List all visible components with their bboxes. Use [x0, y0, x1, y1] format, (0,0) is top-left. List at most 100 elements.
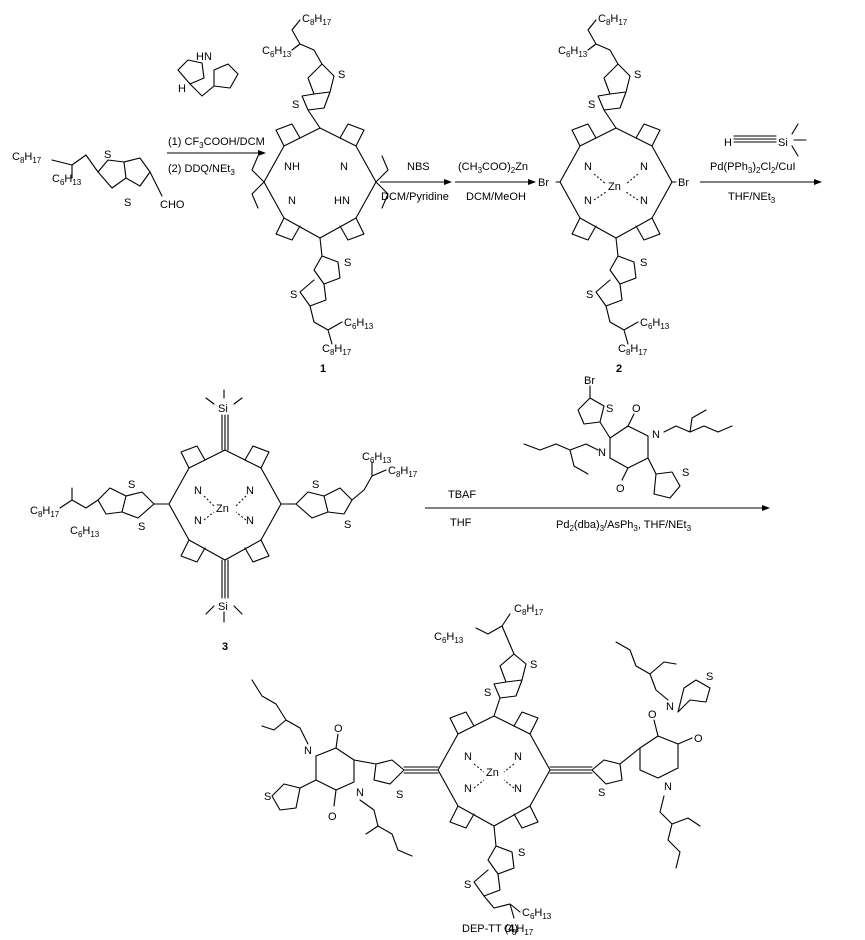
compound-label-2: 2 [616, 363, 622, 375]
n-atom: N [514, 783, 522, 795]
step4-reagent-above: Pd(PPh3)2Cl2/CuI [710, 161, 796, 175]
compound-3: Si N N N N Zn Si S S C8H17 C6H13 S S [30, 389, 418, 653]
step3-reagent-below: DCM/MeOH [466, 191, 526, 203]
thiophene-s-atom: S [344, 519, 351, 531]
thiophene-s-atom: S [344, 257, 351, 269]
o-atom: O [648, 709, 657, 721]
n-atom: N [598, 447, 606, 459]
thiophene-s-atom: S [588, 99, 595, 111]
zn-atom: Zn [608, 181, 621, 193]
c6h13-label: C6H13 [434, 631, 464, 645]
step2-reagent-above: NBS [407, 161, 430, 173]
step3-reagent-above: (CH3COO)2Zn [458, 161, 528, 175]
c6h13-label: C6H13 [344, 317, 374, 331]
c8h17-label: C8H17 [322, 343, 352, 357]
o-atom: O [616, 483, 625, 495]
thiophene-s-atom: S [104, 149, 111, 161]
step5-reagent-below: THF [450, 517, 472, 529]
n-atom: N [246, 485, 254, 497]
o-atom: O [694, 733, 703, 745]
step1-reagent-2: (2) DDQ/NEt3 [168, 163, 235, 177]
o-atom: O [334, 723, 343, 735]
thiophene-s-atom: S [598, 787, 605, 799]
c8h17-label: C8H17 [618, 343, 648, 357]
step5-arrow: TBAF THF [425, 489, 500, 529]
n-atom: N [464, 751, 472, 763]
c6h13-label: C6H13 [558, 45, 588, 59]
thiophene-s-atom: S [484, 687, 491, 699]
n-atom: N [640, 161, 648, 173]
n-atom: N [464, 783, 472, 795]
compound-label-4: DEP-TT (4) [462, 923, 518, 935]
thiophene-s-atom: S [292, 99, 299, 111]
c6h13-label: C6H13 [70, 525, 100, 539]
tms-acetylene: H Si [724, 123, 807, 157]
thiophene-s-atom: S [312, 479, 319, 491]
o-atom: O [328, 811, 337, 823]
c6h13-label: C6H13 [362, 451, 392, 465]
hn-atom: HN [334, 195, 350, 207]
thiophene-s-atom: S [530, 659, 537, 671]
step4-arrow: Pd(PPh3)2Cl2/CuI THF/NEt3 [700, 161, 822, 205]
compound-label-1: 1 [320, 363, 326, 375]
step5-reagent-above: TBAF [448, 489, 476, 501]
n-atom: N [584, 195, 592, 207]
thiophene-s-atom: S [264, 791, 271, 803]
compound-1: C8H17 C6H13 S S NH N N HN S S C6H13 C8H1… [251, 13, 389, 375]
n-atom: N [340, 161, 348, 173]
nh-atom: NH [284, 161, 300, 173]
step6-arrow: Pd2(dba)3/AsPh3, THF/NEt3 [500, 505, 770, 533]
step6-reagent-below: Pd2(dba)3/AsPh3, THF/NEt3 [556, 519, 692, 533]
thiophene-s-atom: S [640, 257, 647, 269]
zn-atom: Zn [486, 767, 499, 779]
n-atom: N [584, 161, 592, 173]
n-atom: N [304, 745, 312, 757]
pyrrole-nh-label: H [178, 83, 186, 95]
c8h17-label: C8H17 [30, 505, 60, 519]
h-atom: H [724, 137, 732, 149]
c8h17-label: C8H17 [302, 13, 332, 27]
thiophene-s-atom: S [518, 847, 525, 859]
n-atom: N [514, 751, 522, 763]
step1-arrow: (1) CF3COOH/DCM (2) DDQ/NEt3 [167, 136, 266, 177]
c6h13-label: C6H13 [522, 907, 552, 921]
step4-reagent-below: THF/NEt3 [728, 191, 776, 205]
cho-label: CHO [160, 199, 185, 211]
si-atom: Si [218, 403, 228, 415]
si-atom: Si [218, 601, 228, 613]
c6h13-label: C6H13 [640, 317, 670, 331]
thiophene-s-atom: S [606, 403, 613, 415]
step2-reagent-below: DCM/Pyridine [381, 191, 449, 203]
n-atom: N [356, 787, 364, 799]
c8h17-label: C8H17 [388, 465, 418, 479]
c8h17-label: C8H17 [598, 13, 628, 27]
c6h13-label: C6H13 [262, 45, 292, 59]
compound-label-3: 3 [222, 641, 228, 653]
thiophene-s-atom: S [290, 289, 297, 301]
n-atom: N [666, 701, 674, 713]
o-atom: O [632, 403, 641, 415]
br-atom: Br [538, 177, 549, 189]
thiophene-s-atom: S [396, 789, 403, 801]
compound-2: C8H17 C6H13 S S N N N N Zn Br Br S S C6H… [538, 13, 689, 375]
n-atom: N [288, 195, 296, 207]
compound-4: C8H17 C6H13 S S N N N N Zn S S C6H13 C8H… [251, 603, 713, 937]
thiophene-s-atom: S [634, 69, 641, 81]
thiophene-s-atom: S [338, 69, 345, 81]
n-atom: N [194, 515, 202, 527]
thiophene-s-atom: S [138, 521, 145, 533]
thiophene-s-atom: S [124, 197, 131, 209]
pyrrole-hn-label: HN [196, 51, 212, 63]
zn-atom: Zn [216, 503, 229, 515]
c8h17-label: C8H17 [514, 603, 544, 617]
thiophene-s-atom: S [464, 879, 471, 891]
c8h17-label: C8H17 [12, 151, 42, 165]
step1-reagent-1: (1) CF3COOH/DCM [168, 136, 265, 150]
n-atom: N [664, 781, 672, 793]
thiophene-s-atom: S [706, 671, 713, 683]
n-atom: N [652, 429, 660, 441]
step2-arrow: NBS DCM/Pyridine [380, 161, 452, 203]
thiophene-s-atom: S [586, 289, 593, 301]
step3-arrow: (CH3COO)2Zn DCM/MeOH [455, 161, 536, 203]
